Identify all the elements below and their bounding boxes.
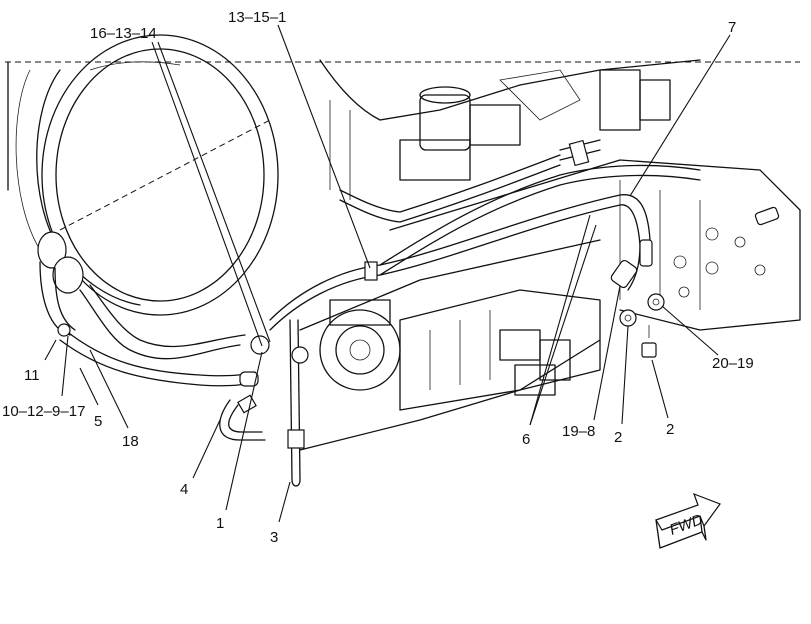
callout-4: 4 [180, 481, 188, 498]
callout-19-8: 19–8 [562, 423, 595, 440]
engine-block [299, 59, 801, 451]
callout-11: 11 [24, 367, 40, 384]
fuel-lines [269, 139, 701, 331]
flywheel-housing [15, 34, 279, 316]
callout-6: 6 [522, 431, 530, 448]
callout-16-13-14: 16–13–14 [90, 25, 157, 42]
leader-lines [44, 24, 731, 523]
callout-2-right: 2 [666, 421, 674, 438]
callout-labels: 16–13–14 13–15–1 7 11 10–12–9–17 5 18 4 … [2, 9, 754, 546]
lower-fittings [219, 319, 309, 487]
callout-7: 7 [728, 19, 736, 36]
fuel-filter-assembly [399, 69, 671, 181]
callout-13-15-1: 13–15–1 [228, 9, 286, 26]
callout-10-12-9-17: 10–12–9–17 [2, 403, 85, 420]
left-hoses [37, 231, 256, 387]
callout-18: 18 [122, 433, 139, 450]
right-fittings [610, 206, 780, 358]
callout-5: 5 [94, 413, 102, 430]
callout-1: 1 [216, 515, 224, 532]
injection-pump [319, 289, 601, 411]
callout-3: 3 [270, 529, 278, 546]
callout-2-left: 2 [614, 429, 622, 446]
callout-20-19: 20–19 [712, 355, 754, 372]
forward-arrow-icon: FWD [655, 492, 721, 549]
